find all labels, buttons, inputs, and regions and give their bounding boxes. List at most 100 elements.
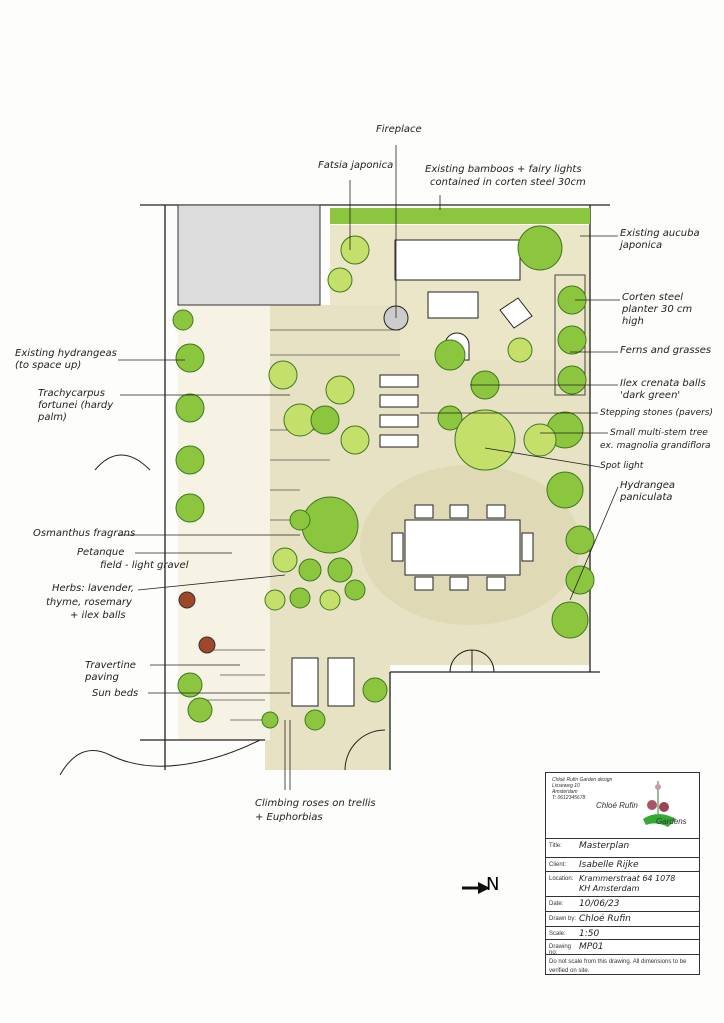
plant-icon (310, 405, 340, 435)
row-value: Isabelle Rijke (579, 860, 639, 870)
label-corten: Corten steel planter 30 cm high (622, 292, 693, 327)
plant-icon (177, 672, 203, 698)
plant-icon (327, 267, 353, 293)
company-address: Chloé Rufin Garden design Lisseweg 10 Am… (552, 777, 612, 801)
plant-icon (289, 587, 311, 609)
bamboo-hedge (330, 208, 590, 224)
logo-text: Chloé Rufin (596, 801, 638, 810)
plant-icon (298, 558, 322, 582)
plant-icon (301, 496, 359, 554)
plant-icon (175, 445, 205, 475)
plant-icon (319, 589, 341, 611)
address-line: Lisseweg 10 (552, 783, 580, 789)
plant-icon (289, 509, 311, 531)
plant-icon (344, 579, 366, 601)
row-key: Title: (549, 843, 562, 849)
doors (344, 649, 495, 771)
address-line: T: 0612345678 (552, 795, 586, 801)
plant-icon (546, 471, 584, 509)
row-date: Date: 10/06/23 (546, 897, 699, 912)
row-key: Client: (549, 862, 567, 868)
row-value: MP01 (579, 942, 604, 952)
plant-icon (454, 409, 516, 471)
row-value: Masterplan (579, 841, 630, 851)
dining-table (404, 519, 521, 576)
plant-icon (172, 309, 194, 331)
label-petanque: Petanque (77, 547, 125, 558)
sun-beds (291, 657, 355, 707)
row-title: Title: Masterplan (546, 839, 699, 858)
plant-icon (362, 677, 388, 703)
plant-icon (551, 601, 589, 639)
stepping-stones (379, 374, 419, 448)
row-value: 1:50 (579, 929, 600, 939)
plant-icon (437, 405, 463, 431)
label-tree-2: ex. magnolia grandiflora (600, 441, 711, 451)
plant-icon (272, 547, 298, 573)
label-herbs: Herbs: lavender, (52, 583, 135, 594)
row-key: Location: (549, 876, 574, 882)
label-osmanthus: Osmanthus fragrans (33, 528, 136, 539)
label-tree: Small multi-stem tree (610, 428, 708, 438)
plant-icon (264, 589, 286, 611)
label-spotlight: Spot light (600, 461, 644, 471)
row-drawing-no: Drawing no: MP01 (546, 940, 699, 956)
label-stepping-stones: Stepping stones (pavers) (600, 408, 714, 418)
plant-icon (557, 365, 587, 395)
plant-icon (507, 337, 533, 363)
label-bamboos: Existing bamboos + fairy lights (425, 164, 582, 175)
label-aucuba: Existing aucuba japonica (620, 228, 700, 251)
label-bamboos-2: contained in corten steel 30cm (430, 177, 586, 188)
row-location: Location: Krammerstraat 64 1078 KH Amster… (546, 872, 699, 897)
row-key: Date: (549, 901, 564, 907)
label-petanque-2: field - light gravel (100, 560, 189, 571)
lounge-chair (499, 297, 533, 329)
label-existing-hydrangeas: Existing hydrangeas (to space up) (15, 348, 117, 371)
dining-chairs (391, 504, 534, 591)
row-value: Krammerstraat 64 1078 KH Amsterdam (579, 874, 676, 893)
house-building (177, 204, 321, 306)
plant-icon (187, 697, 213, 723)
plant-icon (175, 493, 205, 523)
plant-icon (565, 525, 595, 555)
plant-icon (327, 557, 353, 583)
plant-icon (557, 325, 587, 355)
row-scale: Scale: 1:50 (546, 927, 699, 940)
row-key: Drawn by: (549, 916, 577, 922)
north-label: N (486, 874, 500, 895)
plant-icon (523, 423, 557, 457)
row-key: Scale: (549, 931, 566, 937)
disclaimer-note: Do not scale from this drawing. All dime… (549, 959, 687, 974)
label-hydrangea-paniculata: Hydrangea paniculata (620, 480, 675, 503)
planter-pot-icon (178, 591, 196, 609)
row-value: Chloé Rufin (579, 914, 631, 924)
plant-icon (175, 393, 205, 423)
address-line: Chloé Rufin Garden design (552, 777, 613, 783)
row-key: Drawing no: (549, 944, 572, 956)
label-fireplace: Fireplace (376, 124, 422, 135)
plant-icon (340, 425, 370, 455)
address-line: Amsterdam (552, 789, 578, 795)
flower-logo-icon (643, 781, 676, 827)
title-block-header: Chloé Rufin Garden design Lisseweg 10 Am… (546, 773, 699, 839)
plant-icon (565, 565, 595, 595)
label-climbing-roses: Climbing roses on trellis (255, 798, 376, 809)
row-client: Client: Isabelle Rijke (546, 858, 699, 872)
label-sunbeds: Sun beds (92, 688, 139, 699)
plant-icon (517, 225, 563, 271)
label-herbs-3: + ilex balls (70, 610, 126, 621)
row-drawn-by: Drawn by:Chloé Rufin (546, 912, 699, 927)
label-herbs-2: thyme, rosemary (46, 597, 132, 608)
plant-icon (325, 375, 355, 405)
plant-icon (175, 343, 205, 373)
plant-icon (304, 709, 326, 731)
label-euphorbias: + Euphorbias (255, 812, 323, 823)
planter-pot-icon (198, 636, 216, 654)
row-value: 10/06/23 (579, 899, 620, 909)
plant-icon (434, 339, 466, 371)
label-ilex: Ilex crenata balls 'dark green' (620, 378, 706, 401)
north-arrow (462, 882, 490, 894)
title-block: Chloé Rufin Garden design Lisseweg 10 Am… (545, 772, 700, 975)
